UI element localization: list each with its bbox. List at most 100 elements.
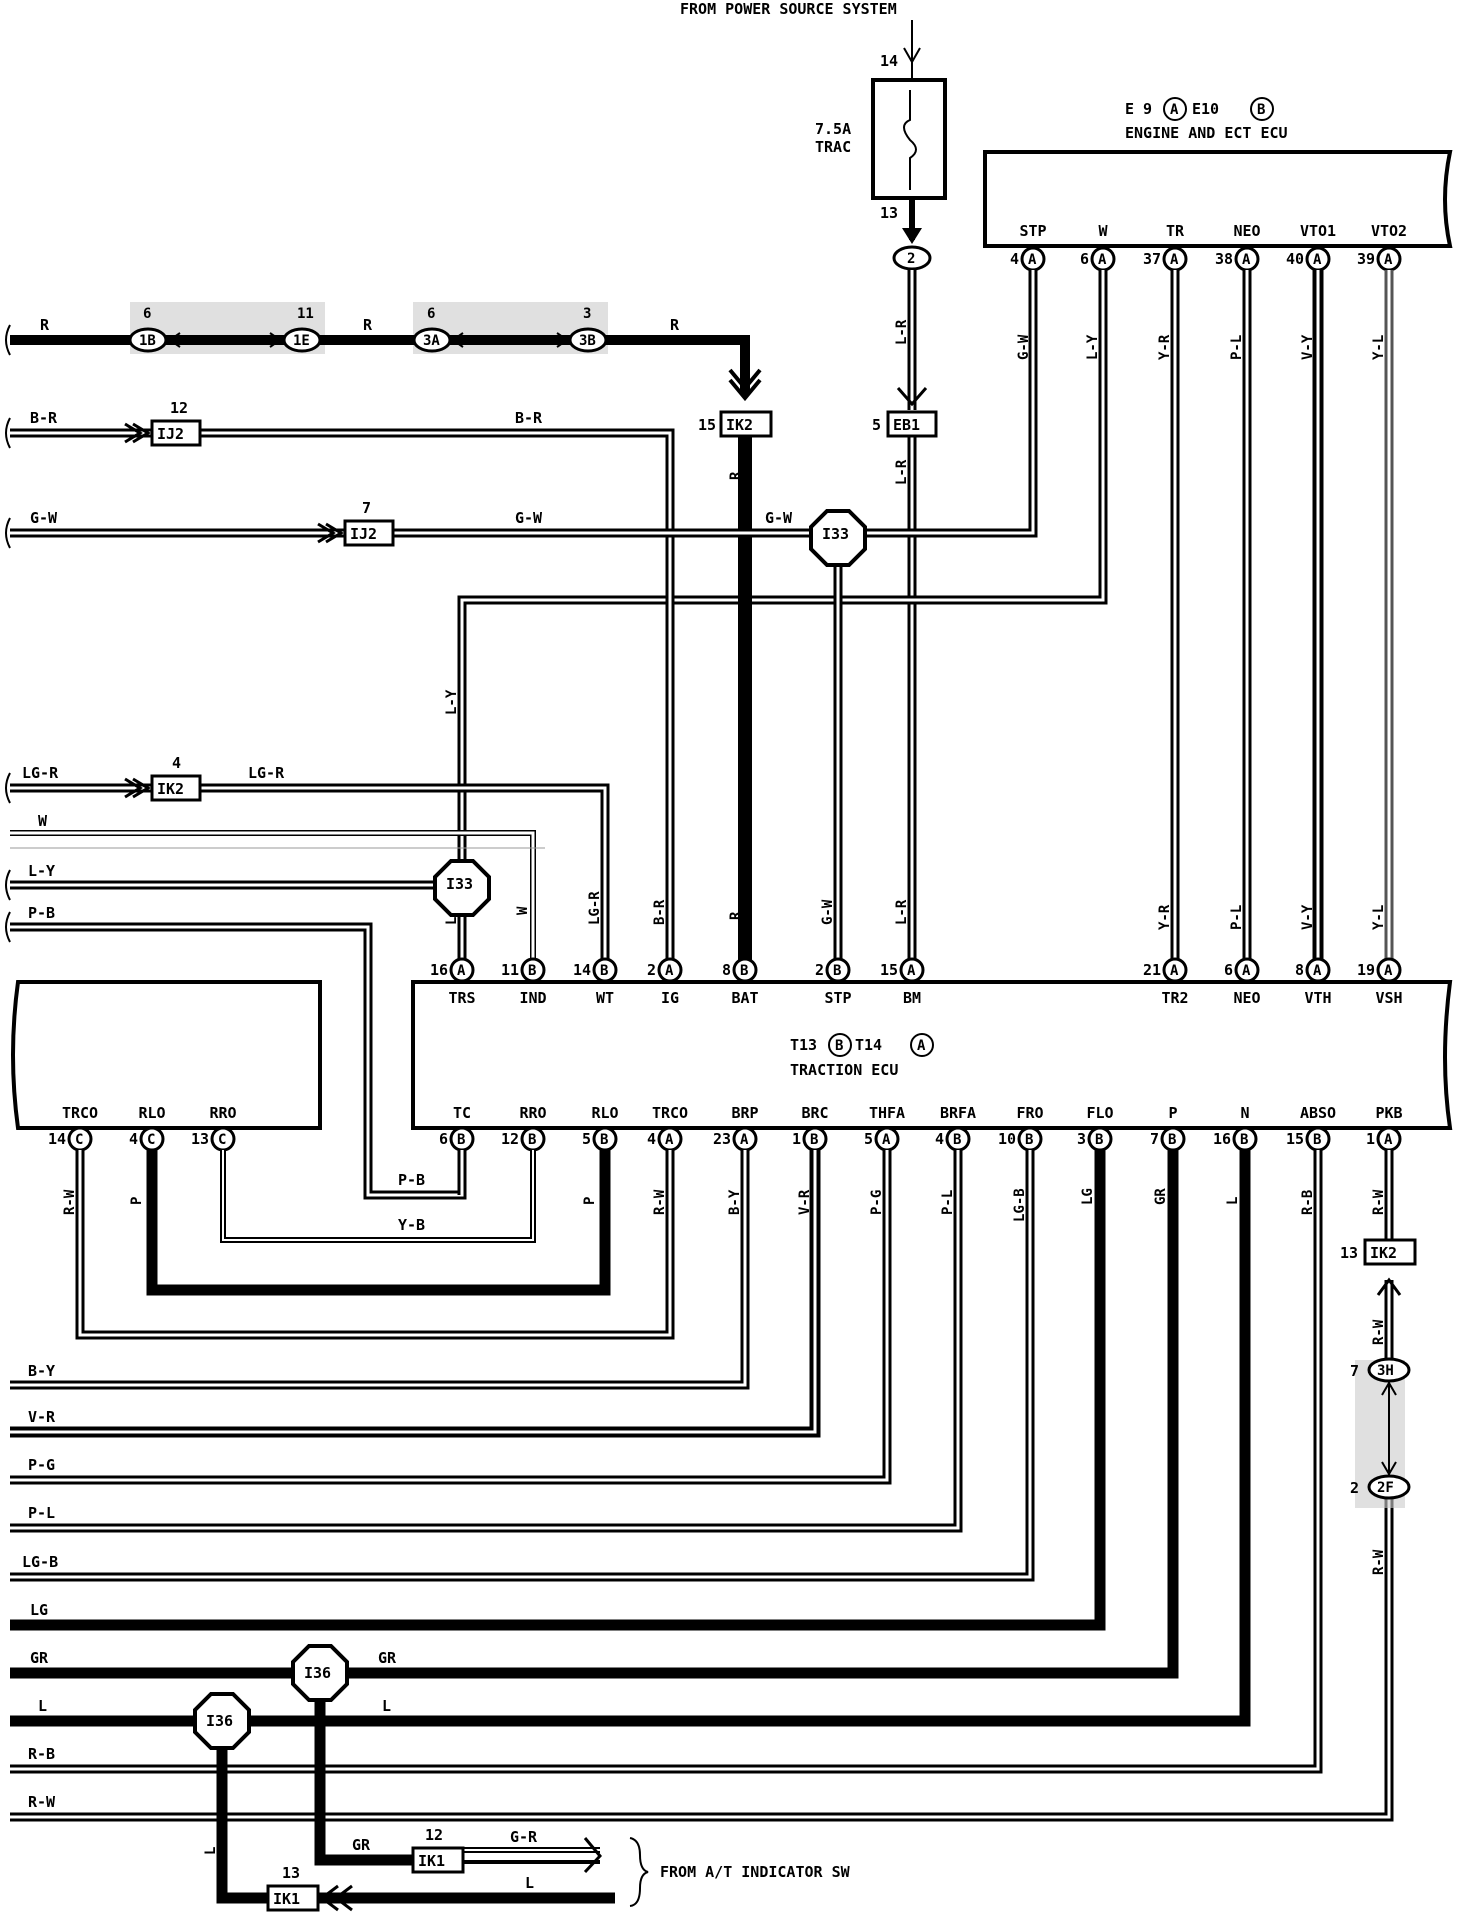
svg-text:NEO: NEO bbox=[1233, 222, 1260, 240]
svg-text:15: 15 bbox=[698, 416, 716, 434]
svg-text:C: C bbox=[75, 1132, 83, 1148]
svg-text:P-L: P-L bbox=[1229, 905, 1245, 930]
svg-text:15: 15 bbox=[880, 961, 898, 979]
svg-text:E 9: E 9 bbox=[1125, 100, 1152, 118]
svg-text:P: P bbox=[129, 1197, 145, 1205]
svg-text:A: A bbox=[1242, 963, 1251, 979]
power-source-label: FROM POWER SOURCE SYSTEM bbox=[680, 0, 897, 18]
svg-text:19: 19 bbox=[1357, 961, 1375, 979]
svg-text:6: 6 bbox=[1224, 961, 1233, 979]
connector-3a: 3A 6 bbox=[412, 306, 452, 353]
svg-text:2: 2 bbox=[907, 251, 915, 267]
svg-text:T13: T13 bbox=[790, 1036, 817, 1054]
svg-text:A: A bbox=[665, 1132, 674, 1148]
svg-text:8: 8 bbox=[1295, 961, 1304, 979]
svg-text:12: 12 bbox=[170, 399, 188, 417]
svg-text:RRO: RRO bbox=[209, 1104, 236, 1122]
svg-text:B: B bbox=[1168, 1132, 1176, 1148]
svg-text:LG-R: LG-R bbox=[22, 764, 59, 782]
svg-text:A: A bbox=[907, 963, 916, 979]
svg-text:TRCO: TRCO bbox=[652, 1104, 688, 1122]
svg-text:3: 3 bbox=[583, 306, 591, 322]
connector-1b: 1B6 bbox=[128, 306, 168, 353]
svg-text:W: W bbox=[1098, 222, 1108, 240]
wire-lgr: LG-R LG-R LG-R bbox=[5, 764, 610, 960]
svg-text:THFA: THFA bbox=[869, 1104, 905, 1122]
svg-text:B: B bbox=[600, 963, 608, 979]
connector-ik2-pkb: IK2 13 bbox=[1340, 1238, 1417, 1266]
svg-text:BAT: BAT bbox=[731, 989, 758, 1007]
svg-text:5: 5 bbox=[864, 1130, 873, 1148]
traction-ecu-bottom-pins: C14TRCOC4RLOC13RROB6TCB12RROB5RLOA4TRCOA… bbox=[48, 1104, 1403, 1152]
svg-text:RLO: RLO bbox=[591, 1104, 618, 1122]
svg-text:T14: T14 bbox=[855, 1036, 882, 1054]
svg-text:L-Y: L-Y bbox=[444, 689, 460, 715]
svg-text:1: 1 bbox=[1366, 1130, 1375, 1148]
svg-text:B-R: B-R bbox=[30, 409, 58, 427]
svg-text:IK1: IK1 bbox=[418, 1852, 445, 1870]
svg-text:3A: 3A bbox=[423, 333, 440, 349]
svg-text:P-B: P-B bbox=[398, 1171, 425, 1189]
svg-text:4: 4 bbox=[935, 1130, 944, 1148]
svg-text:P: P bbox=[1168, 1104, 1177, 1122]
fuse-rating: 7.5A bbox=[815, 120, 851, 138]
svg-text:A: A bbox=[740, 1132, 749, 1148]
connector-3b: 3B3 bbox=[568, 306, 608, 353]
svg-text:B-Y: B-Y bbox=[28, 1362, 55, 1380]
svg-text:B: B bbox=[1257, 102, 1265, 118]
svg-text:R-W: R-W bbox=[28, 1793, 56, 1811]
junction-i36-gr: I36 bbox=[291, 1644, 349, 1702]
svg-text:6: 6 bbox=[427, 306, 435, 322]
connector-3h: 3H 7 bbox=[1350, 1357, 1411, 1383]
indicator-label: FROM A/T INDICATOR SW bbox=[660, 1863, 851, 1881]
svg-text:VTH: VTH bbox=[1304, 989, 1331, 1007]
svg-text:Y-L: Y-L bbox=[1371, 905, 1387, 930]
svg-text:R: R bbox=[363, 316, 373, 334]
svg-text:L-R: L-R bbox=[894, 319, 910, 345]
svg-text:FRO: FRO bbox=[1016, 1104, 1043, 1122]
svg-text:6: 6 bbox=[1080, 250, 1089, 268]
svg-text:A: A bbox=[457, 963, 466, 979]
svg-text:4: 4 bbox=[1010, 250, 1019, 268]
svg-text:B: B bbox=[835, 1038, 843, 1054]
svg-text:ABSO: ABSO bbox=[1300, 1104, 1336, 1122]
svg-text:L: L bbox=[382, 1697, 391, 1715]
svg-text:4: 4 bbox=[129, 1130, 138, 1148]
wire-r: R R R bbox=[5, 302, 762, 402]
svg-text:12: 12 bbox=[425, 1826, 443, 1844]
svg-text:C: C bbox=[218, 1132, 226, 1148]
svg-text:TRCO: TRCO bbox=[62, 1104, 98, 1122]
svg-text:IND: IND bbox=[519, 989, 546, 1007]
svg-text:GR: GR bbox=[378, 1649, 397, 1667]
svg-text:A: A bbox=[1242, 252, 1251, 268]
arrow-down-icon bbox=[896, 387, 928, 407]
svg-text:STP: STP bbox=[824, 989, 851, 1007]
svg-text:13: 13 bbox=[282, 1864, 300, 1882]
svg-text:B-R: B-R bbox=[652, 899, 668, 925]
svg-text:P-B: P-B bbox=[28, 904, 55, 922]
connector-ik1-gr: IK1 12 bbox=[411, 1826, 465, 1874]
fuse-name: TRAC bbox=[815, 138, 851, 156]
svg-text:B: B bbox=[600, 1132, 608, 1148]
svg-text:LG-B: LG-B bbox=[1012, 1188, 1028, 1222]
svg-text:FLO: FLO bbox=[1086, 1104, 1113, 1122]
wire-lr: L-R L-R L-R bbox=[894, 270, 928, 960]
svg-text:L: L bbox=[525, 1874, 534, 1892]
svg-text:A: A bbox=[1170, 963, 1179, 979]
svg-text:LG-R: LG-R bbox=[587, 891, 603, 925]
svg-text:B: B bbox=[740, 963, 748, 979]
svg-text:BRP: BRP bbox=[731, 1104, 758, 1122]
svg-text:Y-R: Y-R bbox=[1157, 334, 1173, 360]
svg-text:G-R: G-R bbox=[510, 1828, 538, 1846]
svg-text:Y-B: Y-B bbox=[398, 1216, 425, 1234]
junction-i36-l: I36 bbox=[193, 1692, 251, 1750]
